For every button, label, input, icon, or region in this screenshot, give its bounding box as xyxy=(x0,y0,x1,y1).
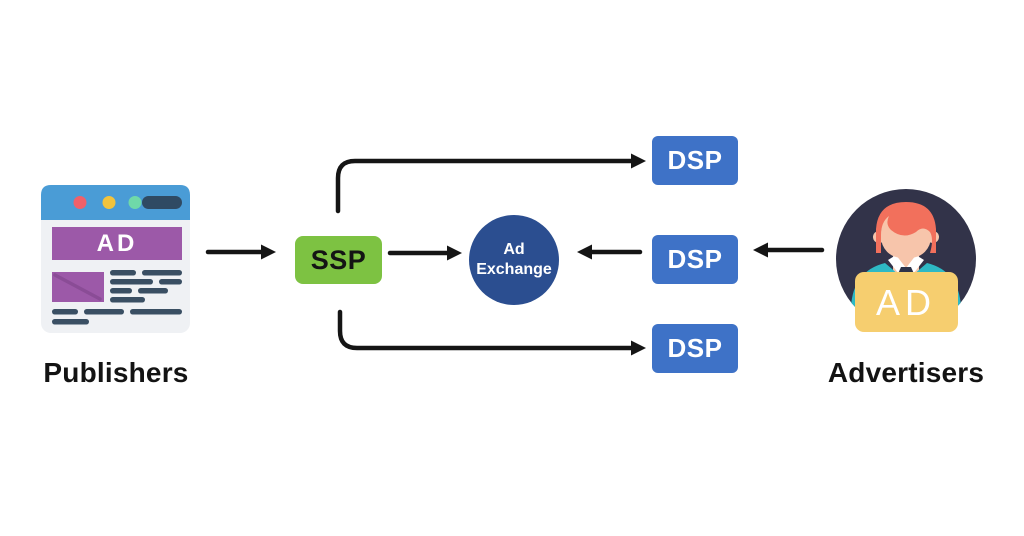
ad-exchange-label-line1: Ad xyxy=(503,241,525,258)
arrowhead-ssp-to-dsp-top xyxy=(631,153,646,169)
dsp-node-top: DSP xyxy=(652,136,738,185)
dsp-node-middle: DSP xyxy=(652,235,738,284)
browser-dot-red xyxy=(73,196,87,209)
arrowhead-advertisers-to-dsp xyxy=(753,242,768,258)
dsp-node-bottom: DSP xyxy=(652,324,738,373)
publisher-website-icon: AD xyxy=(41,185,190,333)
ad-exchange-node: Ad Exchange xyxy=(469,215,559,305)
ad-banner-text: AD xyxy=(97,230,138,257)
dsp-label: DSP xyxy=(667,333,723,363)
dsp-label: DSP xyxy=(667,145,723,175)
ssp-label: SSP xyxy=(310,244,367,275)
browser-dot-mint xyxy=(128,196,142,209)
browser-dot-yellow xyxy=(102,196,116,209)
arrowhead-publishers-to-ssp xyxy=(261,244,276,260)
ad-banner xyxy=(52,227,182,260)
arrow-ssp-to-dsp-top xyxy=(335,158,634,214)
article-text-lines xyxy=(52,270,182,325)
advertiser-avatar-icon: AD xyxy=(836,189,976,332)
browser-urlbar-pill xyxy=(142,196,182,209)
arrow-ssp-to-dsp-bottom xyxy=(337,309,634,351)
advertisers-label: Advertisers xyxy=(827,357,985,388)
publishers-label: Publishers xyxy=(43,357,189,388)
article-image-diagonal xyxy=(53,273,102,301)
arrowhead-ssp-to-dsp-bottom xyxy=(631,340,646,356)
ssp-node: SSP xyxy=(295,236,382,284)
avatar-hair xyxy=(876,202,936,253)
dsp-label: DSP xyxy=(667,244,723,274)
arrowhead-dsp-to-exchange xyxy=(577,244,592,260)
arrowhead-ssp-to-exchange xyxy=(447,245,462,261)
advertiser-ad-sign-text: AD xyxy=(876,282,936,323)
ad-exchange-label-line2: Exchange xyxy=(476,261,552,278)
advertiser-ad-sign xyxy=(855,272,958,332)
